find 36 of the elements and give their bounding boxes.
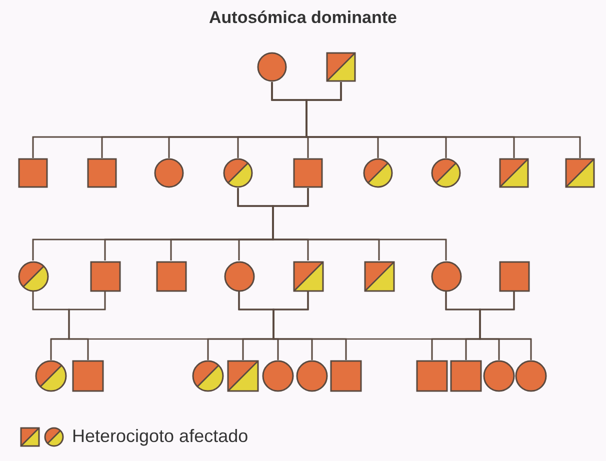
square-affected-symbol xyxy=(293,158,323,188)
circle-affected-symbol xyxy=(430,260,462,292)
square-affected-symbol xyxy=(450,360,482,392)
square-affected-symbol xyxy=(72,360,104,392)
circle-heterozygous-symbol xyxy=(18,260,48,292)
circle-heterozygous-symbol xyxy=(35,360,67,392)
circle-affected-symbol xyxy=(224,260,254,292)
circle-heterozygous-symbol xyxy=(223,158,253,188)
pedigree-line xyxy=(479,292,532,360)
square-affected-symbol xyxy=(416,360,448,392)
square-affected-symbol xyxy=(90,260,120,292)
circle-heterozygous-symbol xyxy=(192,360,224,392)
circle-affected-symbol xyxy=(483,360,515,392)
diagram-title: Autosómica dominante xyxy=(208,8,398,28)
square-heterozygous-symbol xyxy=(292,260,324,292)
circle-affected-symbol xyxy=(515,360,547,392)
square-heterozygous-symbol xyxy=(565,158,595,188)
circle-affected-symbol xyxy=(154,158,184,188)
pedigree-line xyxy=(68,292,106,360)
square-heterozygous-symbol xyxy=(364,260,394,292)
square-affected-symbol xyxy=(330,360,362,392)
square-affected-symbol xyxy=(18,158,48,188)
pedigree-line xyxy=(272,292,347,360)
circle-affected-symbol xyxy=(262,360,294,392)
pedigree-line xyxy=(272,188,447,260)
circle-heterozygous-symbol xyxy=(363,158,393,188)
circle-affected-symbol xyxy=(296,360,328,392)
square-affected-symbol xyxy=(87,158,117,188)
square-heterozygous-symbol xyxy=(499,158,529,188)
square-affected-symbol xyxy=(498,260,530,292)
circle-affected-symbol xyxy=(257,52,287,82)
square-heterozygous-symbol xyxy=(326,52,356,82)
square-affected-symbol xyxy=(156,260,186,292)
square-heterozygous-symbol xyxy=(227,360,259,392)
circle-heterozygous-symbol xyxy=(431,158,461,188)
legend-text: Heterocigoto afectado xyxy=(72,426,248,447)
